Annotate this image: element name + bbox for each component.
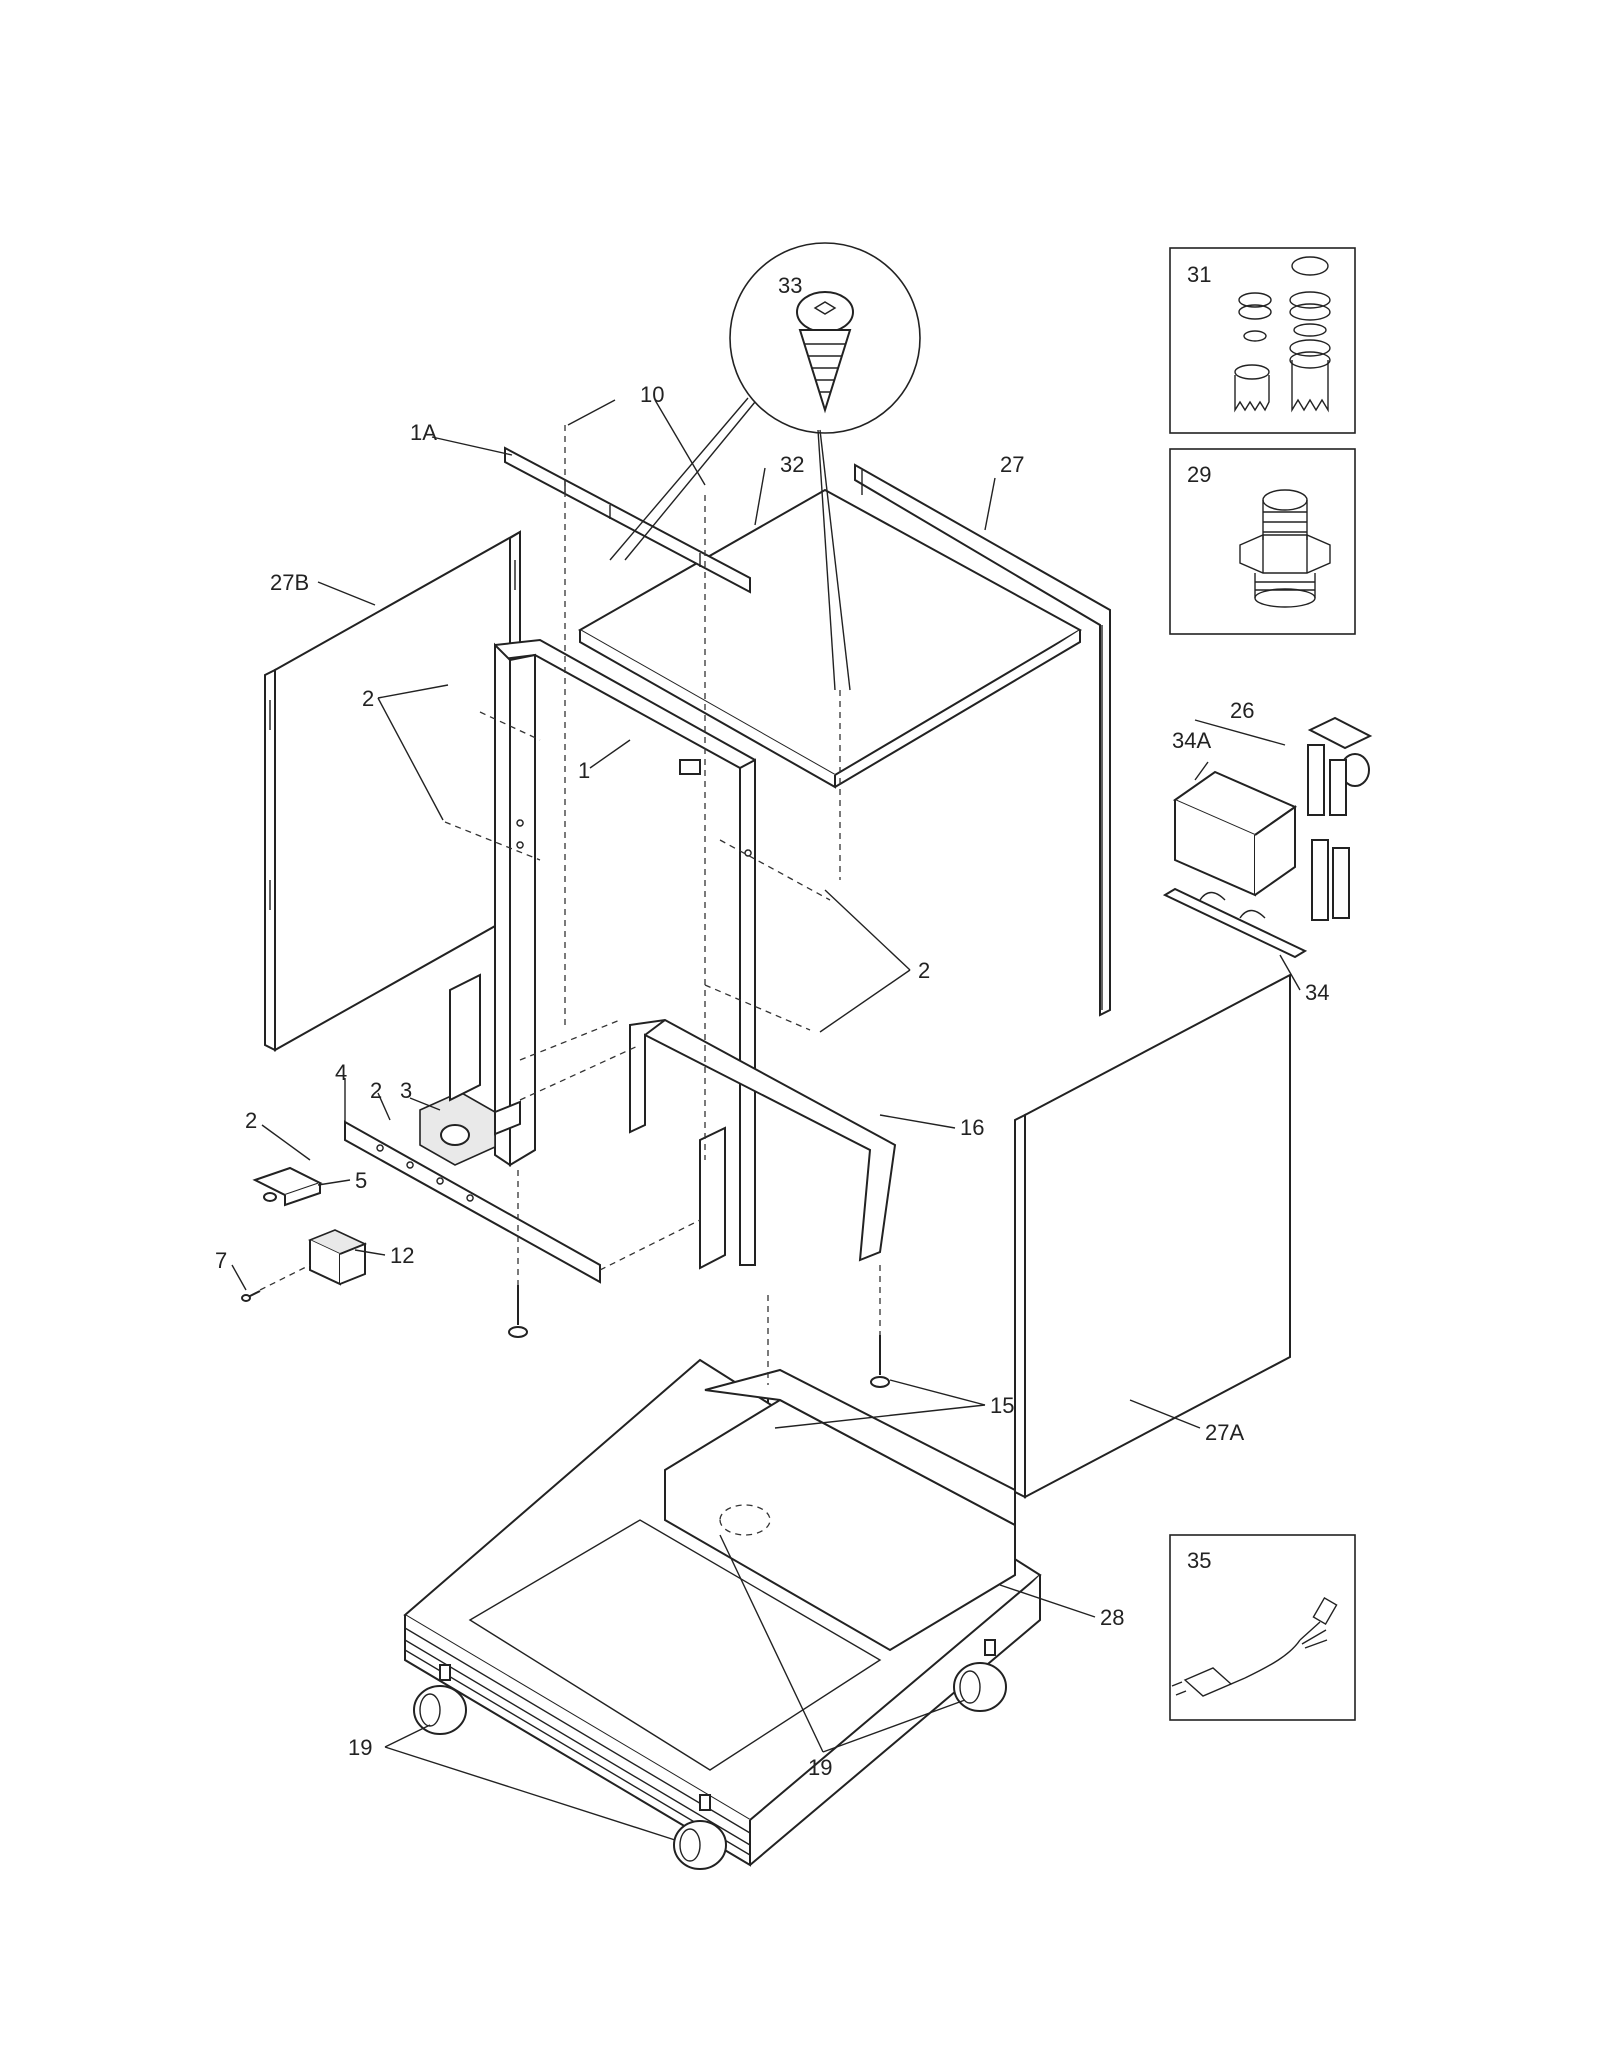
lower-frame <box>629 1018 897 1262</box>
callout-15: 15 <box>990 1393 1014 1418</box>
support-bracket <box>449 973 726 1270</box>
bracket-4 <box>344 1120 601 1284</box>
cross-brace-1a <box>504 446 751 594</box>
callout-2-mid: 2 <box>370 1078 382 1103</box>
callout-34: 34 <box>1305 980 1329 1005</box>
screw-7 <box>241 1290 261 1302</box>
callout-1: 1 <box>578 758 590 783</box>
callout-33: 33 <box>778 273 802 298</box>
callout-2-left: 2 <box>245 1108 257 1133</box>
callout-3: 3 <box>400 1078 412 1103</box>
callout-27: 27 <box>1000 452 1024 477</box>
side-panel-27a <box>1014 973 1291 1499</box>
callout-32: 32 <box>780 452 804 477</box>
callout-10: 10 <box>640 382 664 407</box>
callout-2-upper: 2 <box>362 686 374 711</box>
callout-12: 12 <box>390 1243 414 1268</box>
inset-35-power-cord <box>1169 1534 1356 1721</box>
inset-31-seal-kit <box>1169 247 1356 434</box>
shroud-34a <box>1172 770 1298 897</box>
callout-28: 28 <box>1100 1605 1124 1630</box>
callout-19-mid: 19 <box>808 1755 832 1780</box>
base-tub <box>403 1358 1042 1867</box>
assembly-dashed-lines <box>259 425 881 1385</box>
bracket-34 <box>1162 887 1308 959</box>
callout-29: 29 <box>1187 462 1211 487</box>
callout-2-right: 2 <box>918 958 930 983</box>
callout-16: 16 <box>960 1115 984 1140</box>
callout-5: 5 <box>355 1168 367 1193</box>
casters-19 <box>413 1639 1007 1870</box>
detail-33-screw <box>729 242 921 434</box>
callout-labels: 1A 10 32 33 27 27B 2 1 2 3 4 2 2 5 7 12 … <box>215 262 1329 1780</box>
inset-29-fitting <box>1169 448 1356 635</box>
solenoid-12 <box>307 1229 368 1286</box>
side-panel-27b <box>264 530 521 1052</box>
callout-19-left: 19 <box>348 1735 372 1760</box>
switch-5 <box>252 1166 323 1207</box>
valve-26 <box>1307 716 1373 921</box>
callout-35: 35 <box>1187 1548 1211 1573</box>
callout-27b: 27B <box>270 570 309 595</box>
callout-31: 31 <box>1187 262 1211 287</box>
main-frame <box>494 638 756 1266</box>
callout-26: 26 <box>1230 698 1254 723</box>
leader-lines <box>231 397 1301 1841</box>
callout-7: 7 <box>215 1248 227 1273</box>
side-panel-right <box>854 463 1111 1017</box>
callout-27a: 27A <box>1205 1420 1244 1445</box>
callout-34a: 34A <box>1172 728 1211 753</box>
callout-4: 4 <box>335 1060 347 1085</box>
callout-1a: 1A <box>410 420 437 445</box>
